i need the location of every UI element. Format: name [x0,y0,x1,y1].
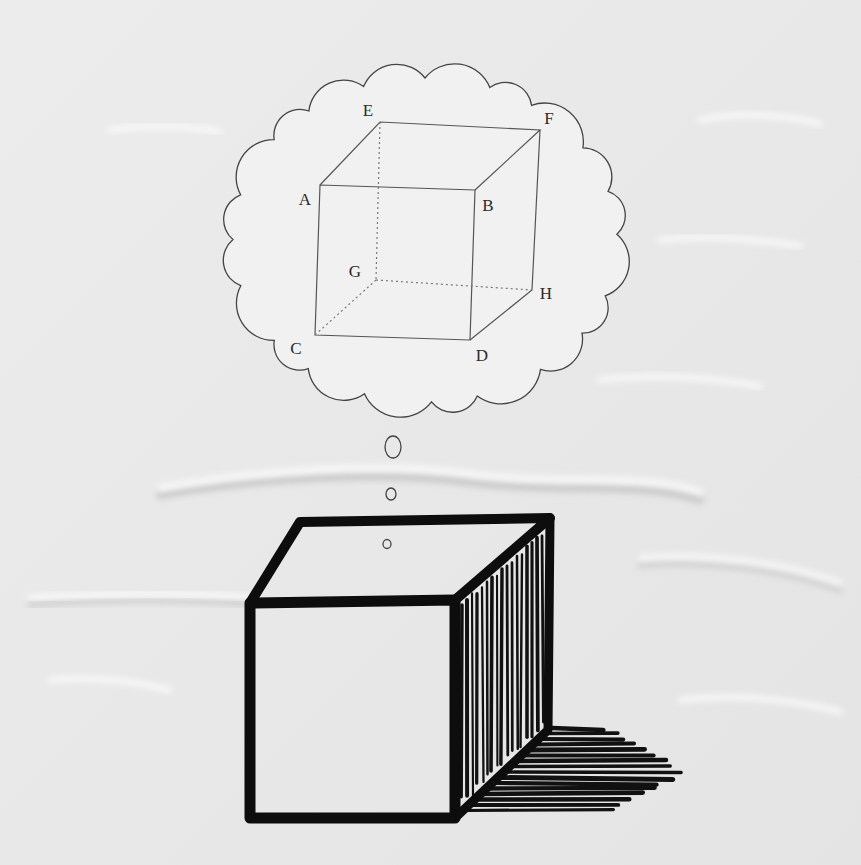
wrinkle-highlight [160,468,700,492]
wrinkle-highlight [50,678,170,690]
hatch-stroke [501,569,502,764]
hatch-stroke [511,563,514,751]
shadow-stroke [488,786,655,791]
shadow-stroke [529,747,645,753]
vertex-label: C [290,340,301,357]
hatch-stroke [535,538,540,731]
vertex-label: H [540,285,552,302]
shadow-stroke [465,808,614,812]
vertex-label: F [544,110,553,127]
thought-bubble [383,540,391,549]
shadow-stroke [471,803,619,807]
hatch-stroke [506,566,510,755]
hatch-stroke [465,600,469,796]
vertex-label: A [299,191,311,208]
thought-bubbles [383,436,401,549]
hatch-stroke [475,594,479,784]
hatch-stroke [496,576,498,766]
vertex-label: E [363,102,373,119]
hatch-stroke [521,554,523,747]
vertex-label: D [476,347,488,364]
vertex-label: G [349,263,361,280]
shadow-stroke [523,754,654,758]
shadow-stroke [494,783,657,785]
hatch-stroke [525,546,529,737]
wrinkle-highlight [110,126,220,132]
cube-top-face [250,518,550,603]
wrinkle-highlight [660,238,800,246]
cube-top-edges [320,122,540,190]
hatch-stroke [491,577,492,771]
shadow-stroke [476,797,629,802]
cube-front-face [315,185,475,340]
hatch-stroke [530,543,533,737]
wrinkle-highlight [640,557,840,583]
shadow-stroke [552,728,603,730]
shadow-stroke [482,793,642,794]
shadow-stroke [500,778,673,780]
thought-bubble [385,436,401,458]
cube-front-face [250,600,455,818]
wrinkle-highlight [30,593,250,598]
shadow-stroke [540,737,623,742]
shadow-stroke [506,770,682,774]
wireframe-cube [315,122,540,340]
wrinkle-shadow [30,600,250,605]
vertex-label: B [482,197,493,214]
thought-bubble [386,488,396,500]
hatch-stroke [542,536,543,722]
shadow-stroke [546,731,618,735]
hatch-stroke [486,582,489,774]
thought-cloud [223,64,629,417]
cube-right-edges [470,130,540,340]
cube-hidden-edges [315,122,532,335]
wrinkle-shadow [640,564,840,590]
side-hatching [461,536,543,797]
wrinkle-highlight [600,377,760,386]
wrinkle-highlight [700,115,820,124]
hatch-stroke [516,556,519,749]
wrinkle-highlight [680,697,840,712]
cube-right-edges [455,518,550,818]
shadow-stroke [535,743,634,744]
shadow-stroke [511,764,670,768]
shadow-stroke [517,760,666,761]
hatch-stroke [482,588,484,782]
hatch-stroke [472,593,473,795]
marker-cube [250,518,681,818]
